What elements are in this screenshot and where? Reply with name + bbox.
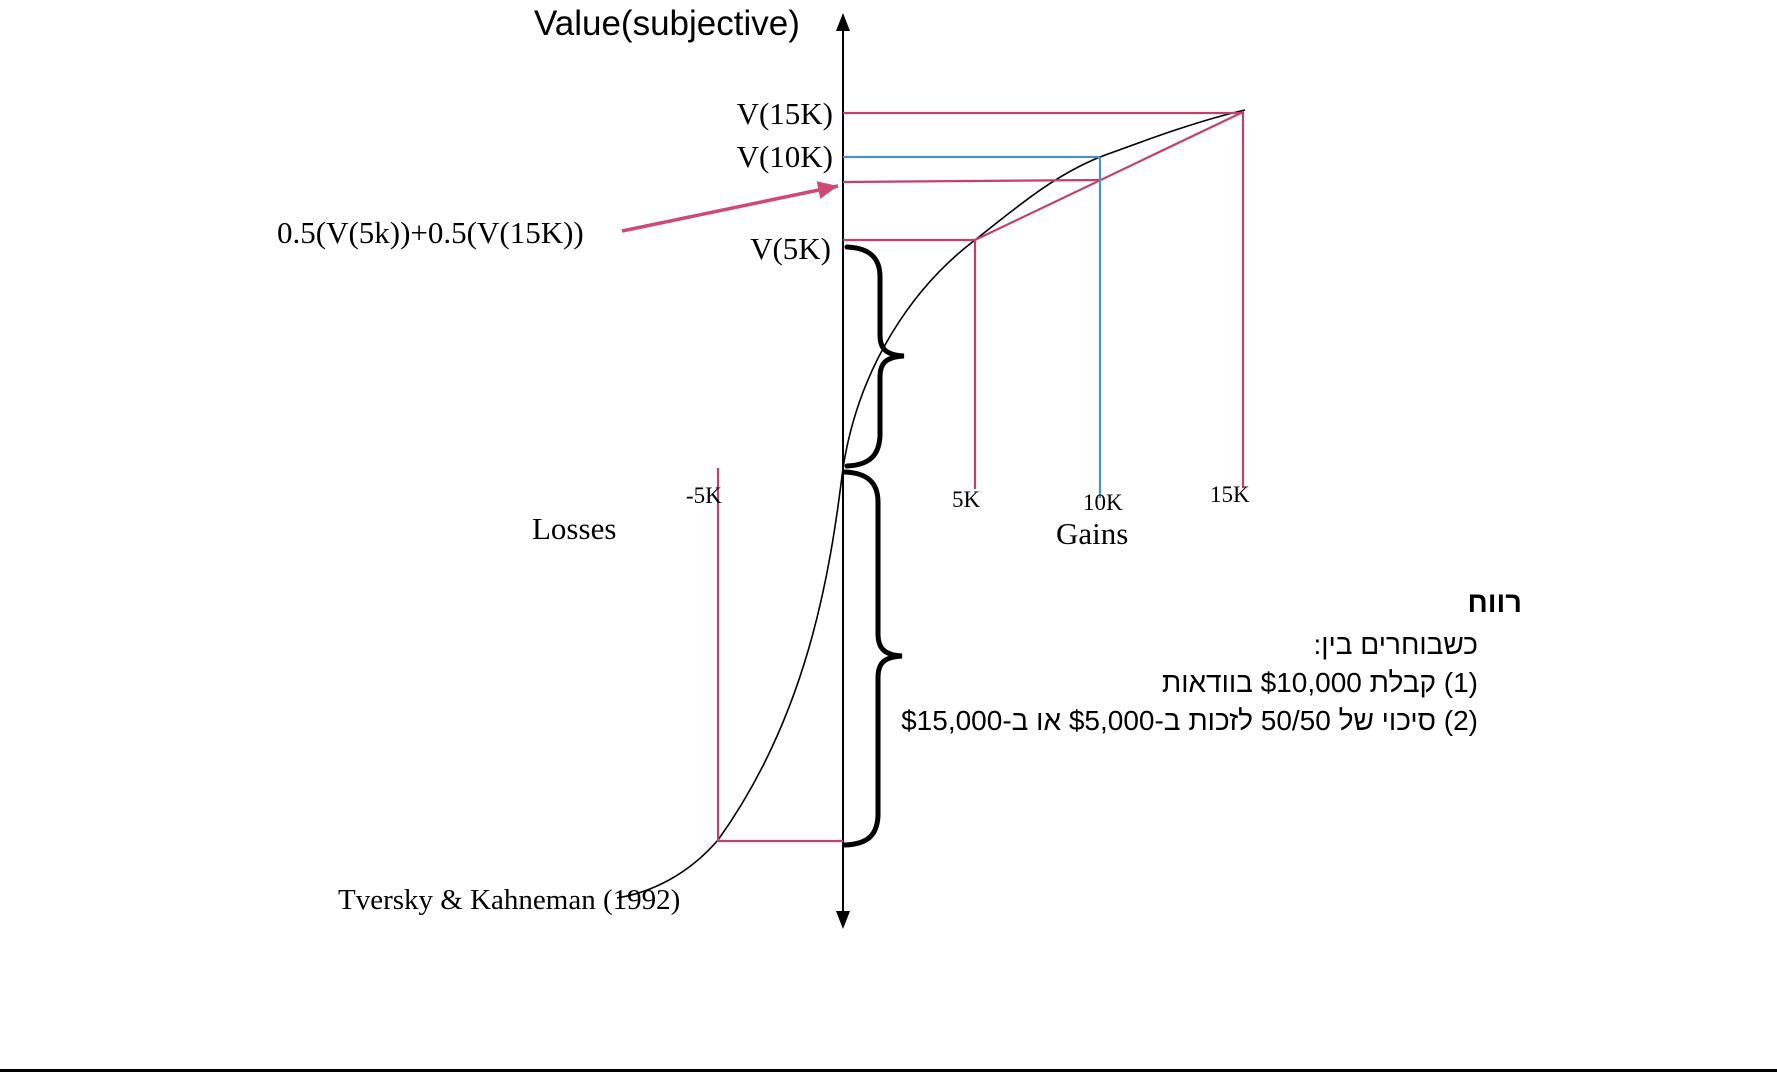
tick-15k: 15K [1210, 482, 1250, 507]
slide-bottom-border [0, 1069, 1777, 1072]
tick-5k: 5K [952, 487, 981, 512]
hebrew-note-body: כשבוחרים בין: (1) קבלת $10,000 בוודאות (… [901, 626, 1478, 740]
hebrew-note-line-3: (2) סיכוי של 50/50 לזכות ב-$5,000 או ב-$… [901, 705, 1478, 736]
expected-value-arrow [621, 181, 839, 233]
gain-value-brace [844, 244, 905, 469]
y-axis-title: Value(subjective) [534, 4, 800, 43]
hebrew-note-line-1: כשבוחרים בין: [1313, 629, 1478, 660]
v15k-label: V(15K) [736, 96, 833, 131]
axis-arrow-up-icon [836, 13, 850, 31]
hebrew-note-heading: רווח [1467, 587, 1522, 619]
citation-label: Tversky & Kahneman (1992) [338, 884, 681, 916]
gains-label: Gains [1056, 516, 1129, 551]
expected-value-level-line [842, 178, 1102, 184]
axis-arrow-down-icon [836, 911, 850, 929]
gamble-chord-line [974, 111, 1244, 241]
tick-10k: 10K [1083, 490, 1123, 515]
losses-label: Losses [532, 511, 617, 546]
expected-value-label: 0.5(V(5k))+0.5(V(15K)) [277, 215, 584, 250]
v5k-label: V(5K) [750, 231, 831, 266]
v10k-label: V(10K) [736, 139, 833, 174]
tick-neg-5k: -5K [686, 483, 722, 508]
hebrew-note-line-2: (1) קבלת $10,000 בוודאות [1161, 667, 1478, 698]
loss-value-brace [842, 469, 903, 848]
